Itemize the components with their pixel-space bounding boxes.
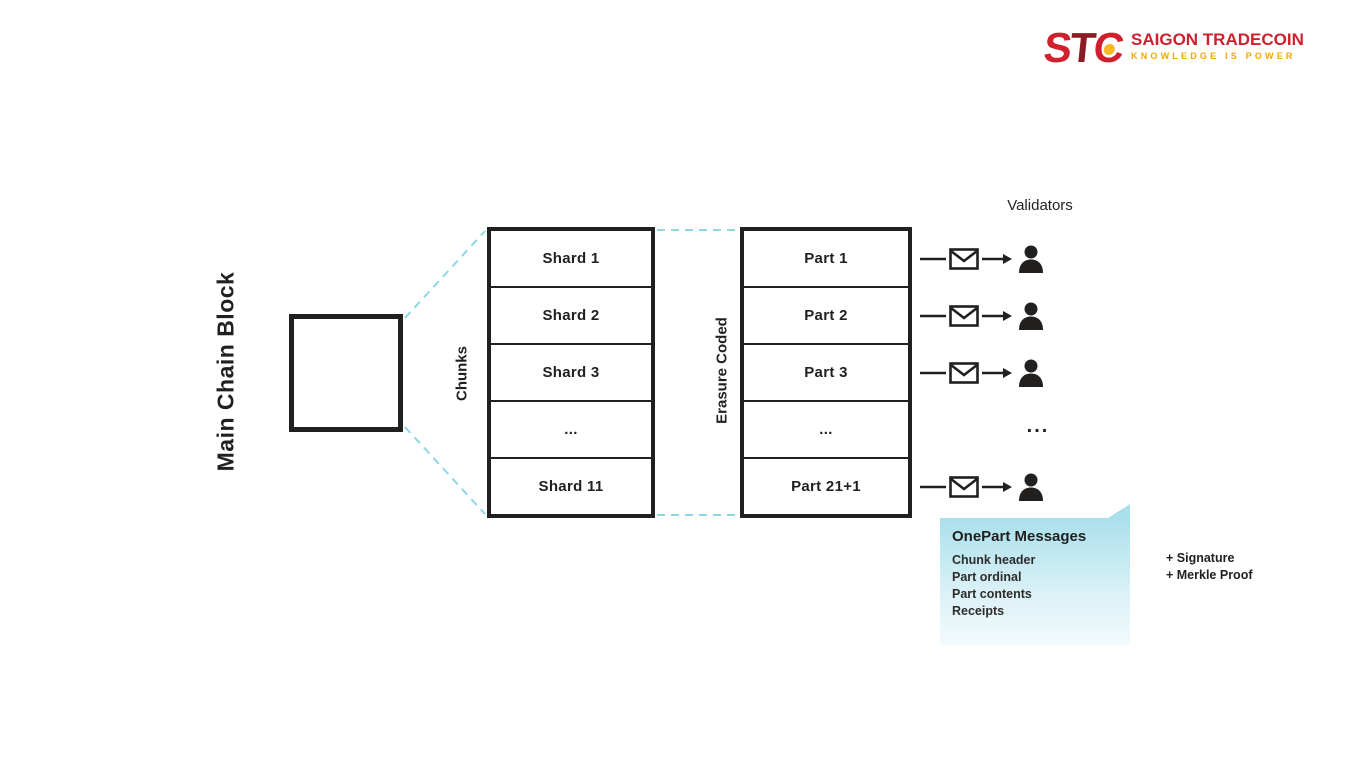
chunk-row: Shard 3 bbox=[491, 345, 651, 402]
chunks-stack: Shard 1 Shard 2 Shard 3 ... Shard 11 bbox=[487, 227, 655, 518]
validator-row bbox=[920, 470, 1047, 504]
message-line bbox=[920, 257, 946, 261]
chunk-row: Shard 1 bbox=[491, 231, 651, 288]
part-row: Part 3 bbox=[744, 345, 908, 402]
onepart-messages-callout: OnePart Messages Chunk header Part ordin… bbox=[940, 504, 1130, 646]
erasure-coded-label: Erasure Coded bbox=[713, 317, 731, 424]
envelope-icon bbox=[949, 476, 979, 498]
logo-company-name: SAIGON TRADECOIN bbox=[1131, 30, 1304, 49]
validator-row bbox=[920, 299, 1047, 333]
validators-label: Validators bbox=[1007, 197, 1073, 214]
callout-line: Receipts bbox=[952, 604, 1005, 618]
part-row: Part 21+1 bbox=[791, 478, 861, 495]
validator-row bbox=[920, 242, 1047, 276]
logo-monogram: STC bbox=[1042, 24, 1125, 71]
message-line bbox=[920, 485, 946, 489]
callout-line: Part ordinal bbox=[952, 570, 1022, 584]
logo: STC SAIGON TRADECOIN KNOWLEDGE IS POWER bbox=[1042, 24, 1304, 71]
part-row-ellipsis: ... bbox=[744, 402, 908, 459]
envelope-icon bbox=[949, 362, 979, 384]
message-annotations: + Signature + Merkle Proof bbox=[1166, 550, 1253, 584]
envelope-icon bbox=[949, 305, 979, 327]
chunk-row: Shard 11 bbox=[538, 478, 604, 495]
part-row: Part 2 bbox=[744, 288, 908, 345]
message-line bbox=[920, 371, 946, 375]
chunk-row-ellipsis: ... bbox=[491, 402, 651, 459]
signature-annotation: + Signature bbox=[1166, 551, 1235, 565]
erasure-coded-stack: Part 1 Part 2 Part 3 ... Part 21+1 bbox=[740, 227, 912, 518]
logo-text: SAIGON TRADECOIN KNOWLEDGE IS POWER bbox=[1131, 26, 1304, 61]
envelope-icon bbox=[949, 248, 979, 270]
callout-line: Chunk header bbox=[952, 553, 1036, 567]
callout-pointer bbox=[1108, 504, 1130, 518]
chunks-label: Chunks bbox=[453, 346, 471, 402]
arrow-icon bbox=[982, 254, 1012, 264]
callout-line: Part contents bbox=[952, 587, 1032, 601]
main-chain-block-square bbox=[289, 314, 403, 432]
part-row: Part 1 bbox=[744, 231, 908, 288]
callout-title: OnePart Messages bbox=[952, 528, 1087, 545]
validator-person-icon bbox=[1019, 473, 1043, 501]
arrow-icon bbox=[982, 482, 1012, 492]
validator-person-icon bbox=[1019, 359, 1043, 387]
validator-person-icon bbox=[1019, 245, 1043, 273]
merkle-proof-annotation: + Merkle Proof bbox=[1166, 568, 1253, 582]
message-line bbox=[920, 314, 946, 318]
main-chain-block-label: Main Chain Block bbox=[212, 271, 239, 472]
validator-person-icon bbox=[1019, 302, 1043, 330]
validators-ellipsis: ... bbox=[1026, 415, 1050, 437]
chunk-row: Shard 2 bbox=[491, 288, 651, 345]
validator-row bbox=[920, 356, 1047, 390]
arrow-icon bbox=[982, 311, 1012, 321]
arrow-icon bbox=[982, 368, 1012, 378]
logo-tagline: KNOWLEDGE IS POWER bbox=[1131, 51, 1296, 61]
